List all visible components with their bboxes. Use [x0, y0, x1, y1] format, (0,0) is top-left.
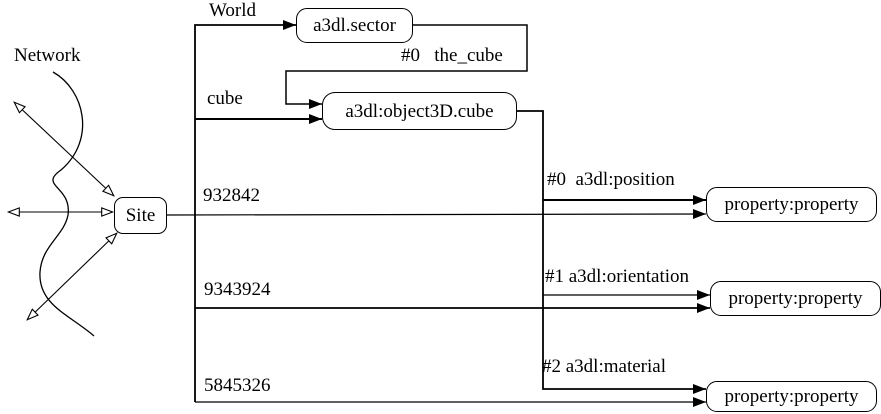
site-node: Site — [114, 197, 167, 234]
network-squiggle-line — [39, 71, 95, 337]
property-node-material-label: property:property — [724, 386, 859, 407]
property-node-position: property:property — [706, 187, 877, 222]
sector-node: a3dl.sector — [296, 8, 413, 43]
orientation-edge-label: #1 a3dl:orientation — [545, 266, 690, 287]
world-edge-label: World — [209, 0, 257, 21]
sector-node-label: a3dl.sector — [313, 15, 396, 36]
sector-to-cube-edge — [285, 24, 528, 109]
position-edge-label: #0 a3dl:position — [547, 169, 675, 190]
cube-edge-label: cube — [207, 88, 243, 109]
object3d-cube-node: a3dl:object3D.cube — [322, 92, 517, 130]
the-cube-edge-label: #0 the_cube — [401, 45, 503, 66]
property-node-material: property:property — [706, 381, 877, 412]
network-arrow-upper — [13, 101, 115, 197]
trunk-and-world-edge — [194, 20, 296, 402]
site-node-label: Site — [125, 205, 156, 226]
property-node-position-label: property:property — [724, 194, 859, 215]
cube-out-spine — [517, 110, 706, 394]
stream-id-2-label: 9343924 — [204, 279, 271, 300]
network-label: Network — [14, 45, 81, 66]
stream-id-3-label: 5845326 — [204, 375, 271, 396]
object3d-cube-node-label: a3dl:object3D.cube — [345, 100, 494, 122]
material-edge-label: #2 a3dl:material — [542, 356, 666, 377]
site-stream-1 — [166, 209, 707, 220]
property-node-orientation: property:property — [710, 281, 881, 316]
network-arrow-lower — [26, 232, 118, 321]
property-node-orientation-label: property:property — [728, 288, 863, 309]
stream-id-1-label: 932842 — [203, 185, 260, 206]
